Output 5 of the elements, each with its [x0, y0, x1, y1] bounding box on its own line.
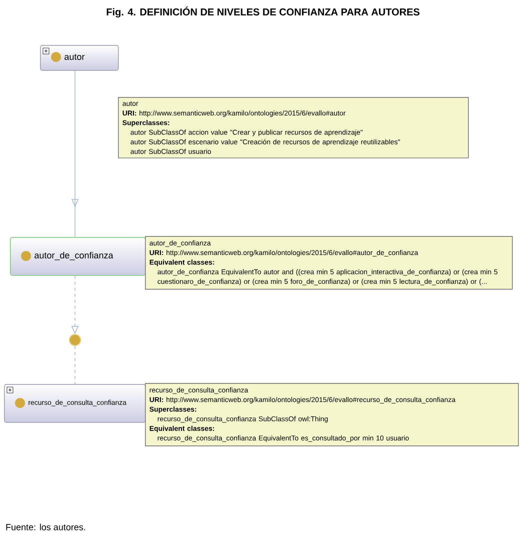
class-box: autor: [40, 45, 119, 71]
class-icon: [69, 334, 81, 346]
caption: Fuente: los autores.: [6, 524, 86, 530]
figure-title: Fig. 4. DEFINICIÓN DE NIVELES DE CONFIANZA PARA AUTORES: [106, 6, 420, 18]
class-box: autor_de_confianza: [10, 237, 146, 276]
